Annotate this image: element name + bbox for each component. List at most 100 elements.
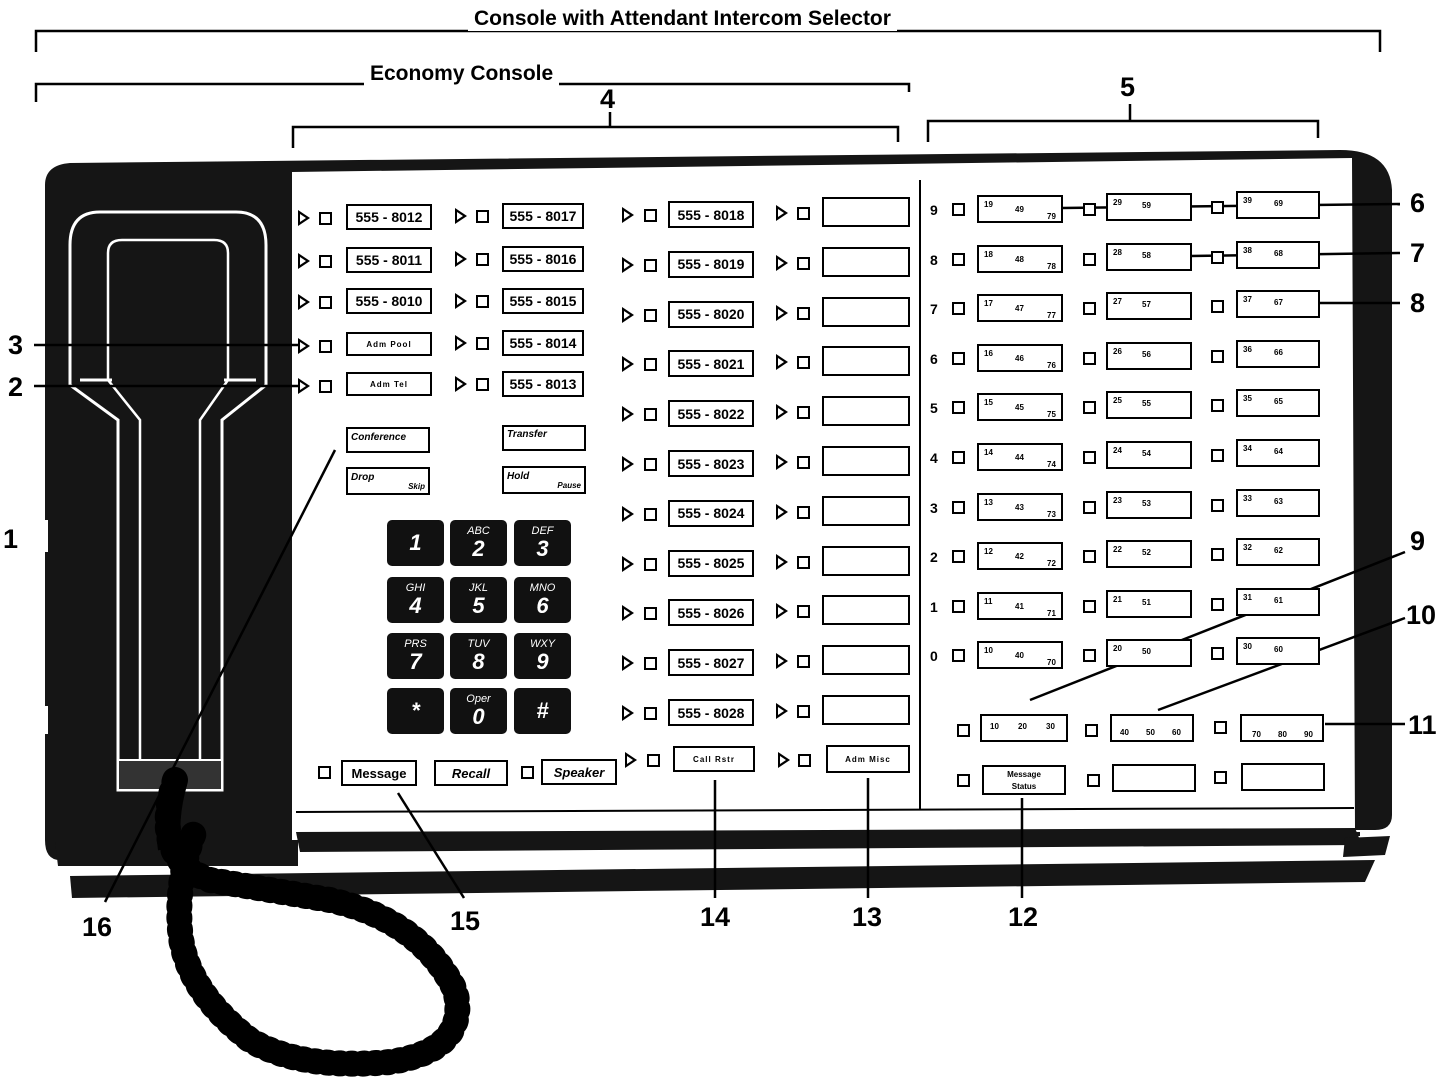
blank-line-button[interactable]	[822, 595, 910, 626]
selector-number: 77	[1047, 311, 1056, 321]
transfer-button[interactable]: Transfer	[502, 425, 586, 451]
call-rstr-button[interactable]: Call Rstr	[673, 746, 755, 772]
indicator-lamp	[797, 406, 810, 420]
blank-line-button[interactable]	[822, 296, 910, 327]
blank-line-button[interactable]	[822, 545, 910, 576]
blank-line-button[interactable]	[822, 197, 910, 227]
adm-misc-button[interactable]: Adm Misc	[826, 745, 910, 773]
selector-number: 42	[1015, 552, 1024, 562]
line-button-2-2[interactable]: 555 - 8016	[502, 246, 584, 272]
blank-line-button[interactable]	[822, 246, 910, 277]
keypad-1[interactable]: 1	[387, 520, 444, 566]
blank-line-button[interactable]	[822, 346, 910, 377]
line-button-3-6[interactable]: 555 - 8023	[668, 450, 754, 477]
line-button-3-9[interactable]: 555 - 8026	[668, 599, 754, 627]
recall-button[interactable]: Recall	[434, 760, 508, 786]
line-button-1-1[interactable]: 555 - 8012	[346, 204, 432, 230]
selector-number: 69	[1274, 199, 1283, 208]
blank-line-button[interactable]	[822, 446, 910, 476]
row-number: 4	[930, 450, 938, 466]
line-button-2-4[interactable]: 555 - 8014	[502, 330, 584, 356]
indicator-lamp	[1211, 548, 1224, 562]
keypad-hash[interactable]: #	[514, 688, 571, 734]
blank-line-button[interactable]	[822, 396, 910, 427]
line-button-3-7[interactable]: 555 - 8024	[668, 499, 754, 527]
line-button-2-1[interactable]: 555 - 8017	[502, 203, 584, 229]
callout-1: 1	[3, 524, 19, 554]
line-button-2-5[interactable]: 555 - 8013	[502, 371, 584, 397]
line-button-3-4[interactable]: 555 - 8021	[668, 350, 754, 378]
line-button-3-5[interactable]: 555 - 8022	[668, 400, 754, 428]
line-button-1-2[interactable]: 555 - 8011	[346, 247, 432, 273]
blank-selector-button[interactable]	[1112, 764, 1196, 792]
blank-selector-button[interactable]	[1241, 763, 1325, 791]
line-button-1-3[interactable]: 555 - 8010	[346, 288, 432, 314]
callout-13: 13	[852, 902, 883, 932]
adm-pool-button[interactable]: Adm Pool	[346, 332, 432, 356]
line-button-2-3[interactable]: 555 - 8015	[502, 288, 584, 314]
line-button-3-3[interactable]: 555 - 8020	[668, 300, 754, 328]
line-button-3-10[interactable]: 555 - 8027	[668, 649, 754, 677]
blank-line-button[interactable]	[822, 645, 910, 676]
adm-tel-button[interactable]: Adm Tel	[346, 372, 432, 396]
blank-line-button[interactable]	[822, 695, 910, 725]
blank-line-button[interactable]	[822, 495, 910, 526]
speaker-button[interactable]: Speaker	[541, 759, 617, 785]
conference-button[interactable]: Conference	[346, 427, 430, 453]
keypad-star[interactable]: *	[387, 688, 444, 734]
line-button-3-1[interactable]: 555 - 8018	[668, 201, 754, 228]
selector-number: 45	[1015, 403, 1024, 413]
line-button-3-2[interactable]: 555 - 8019	[668, 250, 754, 278]
line-button-3-11[interactable]: 555 - 8028	[668, 699, 754, 726]
status-lamp-icon	[622, 406, 634, 423]
selector-number: 50	[1142, 647, 1151, 657]
line-button-3-8[interactable]: 555 - 8025	[668, 549, 754, 577]
message-button[interactable]: Message	[341, 760, 417, 786]
